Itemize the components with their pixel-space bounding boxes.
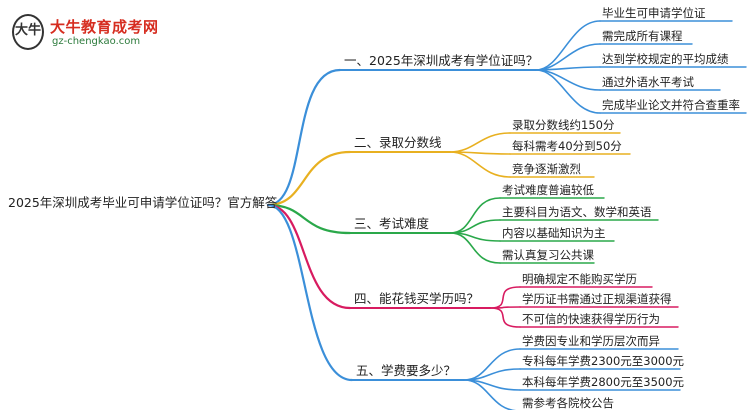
- logo-mark-icon: 大牛: [12, 14, 44, 50]
- mindmap-leaf-label: 主要科目为语文、数学和英语: [502, 205, 652, 219]
- leaf-connector: [463, 379, 519, 410]
- branch-connector: [266, 150, 352, 207]
- mindmap-leaf-label: 需认真复习公共课: [502, 248, 594, 262]
- mindmap-leaf-label: 达到学校规定的平均成绩: [602, 52, 729, 66]
- mindmap-leaf-label: 需参考各院校公告: [522, 396, 614, 410]
- site-logo: 大牛 大牛教育成考网 gz-chengkao.com: [4, 10, 164, 55]
- mindmap-leaf-label: 本科每年学费2800元至3500元: [522, 375, 685, 389]
- logo-title: 大牛教育成考网: [50, 18, 159, 36]
- leaf-connector: [449, 232, 501, 264]
- branch-connector: [266, 68, 342, 207]
- mindmap-branch-label: 四、能花钱买学历吗？: [354, 291, 480, 306]
- mindmap-leaf-label: 录取分数线约150分: [512, 118, 615, 132]
- branch-connector: [266, 203, 352, 310]
- mindmap-leaf-label: 通过外语水平考试: [602, 75, 694, 89]
- leaf-connector: [535, 69, 601, 114]
- leaf-connector: [449, 197, 501, 234]
- leaf-connector: [449, 151, 511, 178]
- mindmap-leaf-label: 学历证书需通过正规渠道获得: [522, 292, 672, 306]
- branch-connector: [266, 203, 354, 382]
- mindmap-branch-label: 五、学费要多少？: [356, 363, 457, 378]
- leaf-connector: [489, 286, 521, 309]
- leaf-connector: [535, 43, 601, 71]
- logo-url: gz-chengkao.com: [52, 36, 141, 47]
- mindmap-leaf-label: 明确规定不能购买学历: [522, 272, 637, 286]
- mindmap-root-label: 2025年深圳成考毕业可申请学位证吗？官方解答: [8, 195, 278, 210]
- mindmap-leaf-label: 考试难度普遍较低: [502, 183, 594, 197]
- leaf-connector: [535, 20, 601, 71]
- branch-connector: [266, 203, 352, 235]
- leaf-connector: [463, 348, 521, 381]
- mindmap-branch-label: 二、录取分数线: [354, 135, 442, 150]
- mindmap-branch-label: 三、考试难度: [354, 216, 430, 231]
- mindmap-leaf-label: 毕业生可申请学位证: [602, 6, 706, 20]
- mindmap-leaf-label: 不可信的快速获得学历行为: [522, 312, 660, 326]
- mindmap-leaf-label: 学费因专业和学历层次而异: [522, 334, 660, 348]
- mindmap-leaf-label: 完成毕业论文并符合查重率: [602, 98, 740, 112]
- mindmap-leaf-label: 内容以基础知识为主: [502, 226, 606, 240]
- mindmap-leaf-label: 专科每年学费2300元至3000元: [522, 354, 685, 368]
- mindmap-leaf-label: 每科需考40分到50分: [512, 139, 622, 153]
- leaf-connector: [449, 132, 511, 153]
- leaf-connector: [489, 307, 521, 328]
- mindmap-leaf-label: 竞争逐渐激烈: [512, 162, 581, 176]
- mindmap-leaf-label: 需完成所有课程: [602, 29, 683, 43]
- mindmap-branch-label: 一、2025年深圳成考有学位证吗？: [344, 53, 539, 68]
